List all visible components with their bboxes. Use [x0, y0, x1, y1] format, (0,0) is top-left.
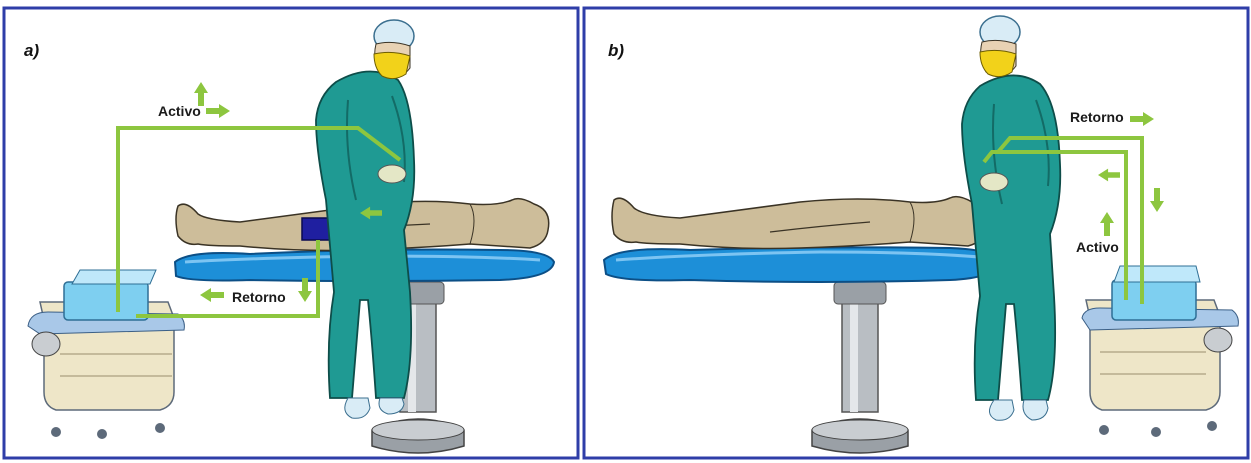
active-label-b: Activo — [1076, 239, 1119, 255]
panel-a-label: a) — [24, 41, 39, 60]
panel-a: a) — [4, 8, 578, 458]
active-label-a: Activo — [158, 103, 201, 119]
panel-b-label: b) — [608, 41, 624, 60]
return-label-b: Retorno — [1070, 109, 1124, 125]
panel-b: b) — [584, 8, 1248, 458]
return-label-a: Retorno — [232, 289, 286, 305]
